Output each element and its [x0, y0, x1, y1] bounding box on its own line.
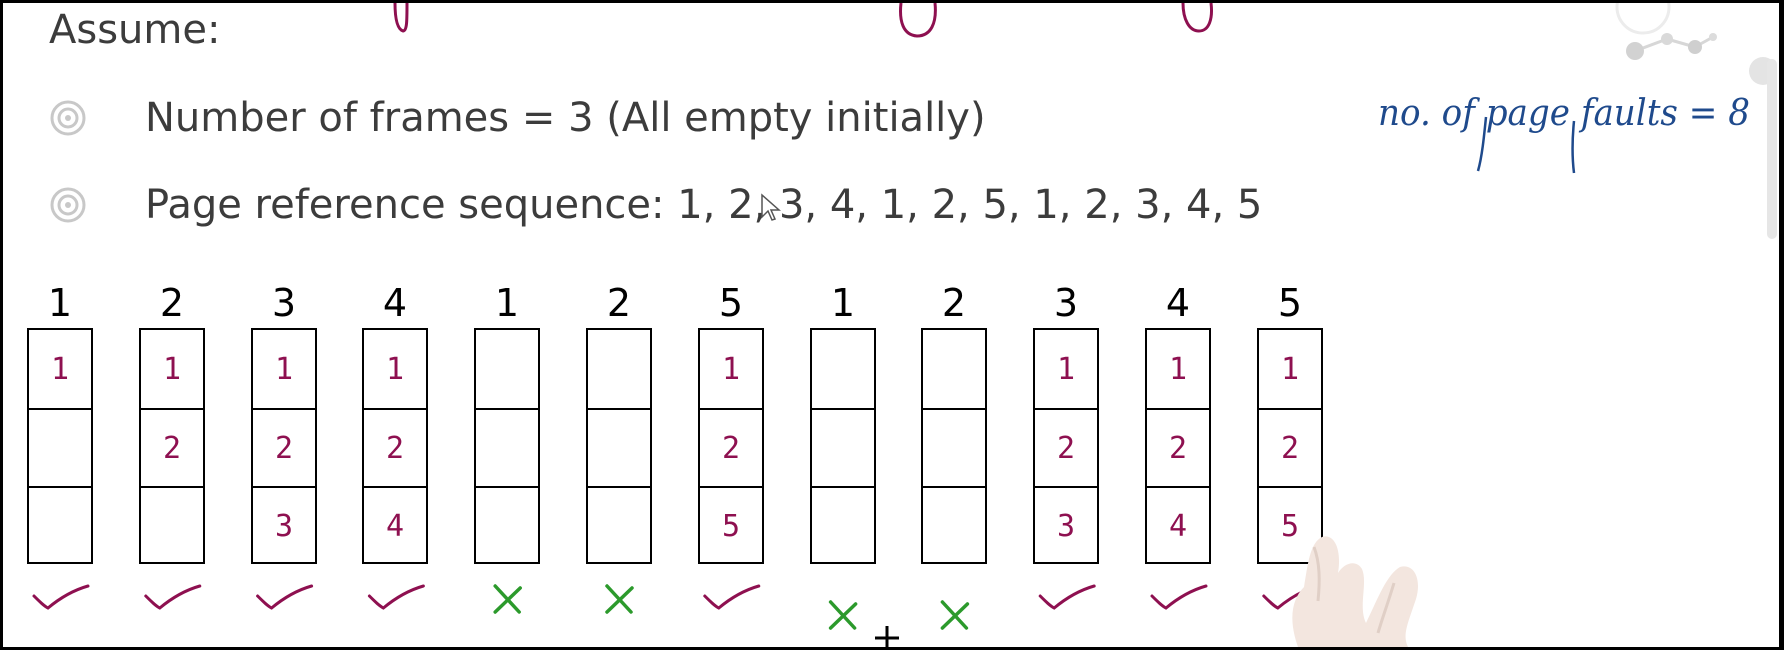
handwritten-note: no. of page faults = 8 [1378, 93, 1750, 174]
frame-cell: 2 [700, 408, 762, 486]
frame-cell [476, 408, 538, 486]
frame-column [474, 328, 540, 564]
tick-mark-icon [32, 584, 90, 610]
frame-cell: 5 [1259, 486, 1321, 564]
frame-cell: 5 [700, 486, 762, 564]
cross-mark-icon [828, 600, 858, 630]
cross-mark-icon [605, 584, 634, 614]
frame-cell [588, 408, 650, 486]
frame-cell [29, 408, 91, 486]
bullseye-bullet-icon [50, 187, 86, 223]
reference-label: 2 [606, 281, 632, 325]
frame-cell [812, 408, 874, 486]
slide: Assume: Number of frames = 3 (All empty … [3, 3, 1779, 647]
reference-label: 5 [718, 281, 744, 325]
bullet-text: Page reference sequence: 1, 2, 3, 4, 1, … [145, 182, 1263, 228]
frame-column [810, 328, 876, 564]
reference-label: 4 [1165, 281, 1191, 325]
frame-cell: 1 [50, 351, 70, 387]
frame-column [586, 328, 652, 564]
frame-cell: 1 [1280, 351, 1300, 387]
plus-sign-icon [875, 626, 899, 647]
cross-mark-icon [493, 584, 522, 614]
bullet-frames: Number of frames = 3 (All empty initiall… [49, 93, 986, 143]
frame-cell [476, 330, 538, 408]
frame-cell [923, 408, 985, 486]
frame-cell: 1 [1056, 351, 1076, 387]
top-ink-strokes [393, 3, 1213, 38]
frame-cell [141, 486, 203, 564]
cross-mark-icon [940, 600, 970, 630]
frame-cell [923, 330, 985, 408]
bullet-sequence: Page reference sequence: 1, 2, 3, 4, 1, … [49, 180, 1262, 230]
page-fault-count-note: no. of page faults = 8 [1378, 93, 1750, 134]
reference-label: 5 [1277, 281, 1303, 325]
reference-label: 1 [494, 281, 520, 325]
reference-label: 4 [382, 281, 408, 325]
bullet-text: Number of frames = 3 (All empty initiall… [145, 95, 986, 141]
frame-cell: 1 [162, 351, 182, 387]
tick-mark-icon [703, 584, 761, 610]
frame-cell: 4 [1147, 486, 1209, 564]
reference-label: 2 [159, 281, 185, 325]
frame-cell [588, 330, 650, 408]
frame-cell: 4 [364, 486, 426, 564]
frame-cell: 1 [385, 351, 405, 387]
tick-mark-icon [144, 584, 202, 610]
tick-mark-icon [256, 584, 314, 610]
reference-label: 1 [47, 281, 73, 325]
frame-cell: 1 [1168, 351, 1188, 387]
presenter-hand-shape [1292, 536, 1419, 647]
reference-label: 3 [1053, 281, 1079, 325]
frame-cell [29, 486, 91, 564]
molecule-decoration-icon [1615, 3, 1777, 85]
frame-cell: 1 [274, 351, 294, 387]
fault-marks [32, 584, 1303, 647]
cursor-arrow-icon [761, 193, 781, 221]
frame-cell [588, 486, 650, 564]
edge-scroll-shape [1767, 59, 1777, 239]
frame-cell: 3 [253, 486, 315, 564]
frame-cell: 2 [253, 408, 315, 486]
frame-cell [923, 486, 985, 564]
reference-label: 1 [830, 281, 856, 325]
frame-column [921, 328, 987, 564]
frame-cell: 3 [1035, 486, 1097, 564]
reference-label: 3 [271, 281, 297, 325]
frame-cell: 2 [364, 408, 426, 486]
tick-mark-icon [1262, 590, 1303, 610]
frame-cell: 2 [1259, 408, 1321, 486]
tick-mark-icon [1150, 584, 1208, 610]
slide-heading: Assume: [49, 7, 221, 53]
frame-cell: 1 [721, 351, 741, 387]
frame-cell [476, 486, 538, 564]
frame-cell [812, 330, 874, 408]
frame-cell [812, 486, 874, 564]
tick-mark-icon [367, 584, 425, 610]
frame-cell: 2 [1147, 408, 1209, 486]
tick-mark-icon [1038, 584, 1096, 610]
bullseye-bullet-icon [50, 100, 86, 136]
reference-label: 2 [941, 281, 967, 325]
frame-column: 1 [27, 328, 93, 564]
frame-cell: 2 [141, 408, 203, 486]
frame-cell: 2 [1035, 408, 1097, 486]
